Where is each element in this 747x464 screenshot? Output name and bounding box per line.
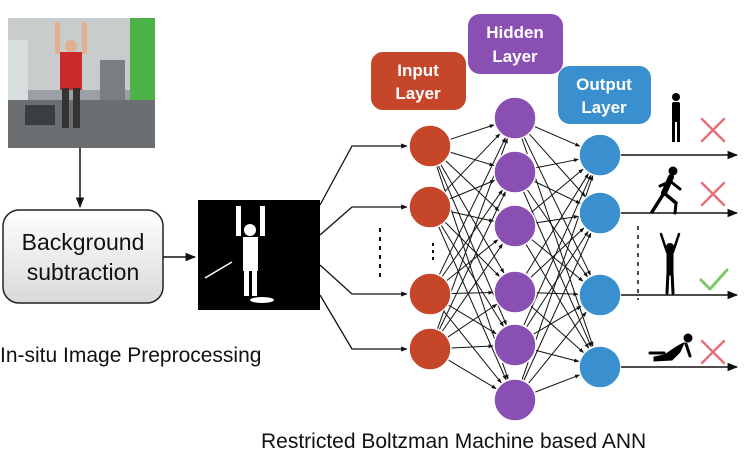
connection-line bbox=[532, 305, 582, 335]
network-caption: Restricted Boltzman Machine based ANN bbox=[261, 430, 646, 453]
connection-line bbox=[444, 160, 500, 212]
connection-line bbox=[450, 211, 495, 223]
silhouette-image bbox=[198, 200, 320, 310]
cross-icon bbox=[700, 339, 726, 365]
connection-line bbox=[438, 191, 506, 331]
output-layer-label: Output Layer bbox=[558, 66, 651, 124]
connection-line bbox=[523, 232, 592, 382]
subtraction-label-line2: subtraction bbox=[27, 259, 140, 285]
cross-icon bbox=[700, 181, 726, 207]
input-layer-line1: Input bbox=[397, 61, 439, 80]
connection-line bbox=[530, 227, 585, 279]
connection-line bbox=[523, 136, 591, 276]
connection-line bbox=[535, 292, 579, 297]
standing-icon bbox=[672, 93, 680, 142]
connection-line bbox=[447, 359, 497, 390]
connection-line bbox=[530, 238, 584, 282]
classification-results bbox=[699, 117, 729, 365]
connection-line bbox=[449, 124, 495, 140]
lying-icon bbox=[648, 333, 693, 362]
output-node bbox=[578, 191, 622, 235]
output-node bbox=[578, 345, 622, 389]
connection-line bbox=[528, 133, 586, 197]
output-arrows bbox=[621, 150, 739, 372]
input-layer-line2: Layer bbox=[395, 84, 441, 103]
connection-line bbox=[527, 311, 587, 384]
input-node bbox=[408, 124, 452, 168]
running-icon bbox=[650, 166, 682, 215]
connection-line bbox=[441, 243, 503, 333]
hidden-node bbox=[493, 323, 537, 367]
connection-line bbox=[535, 158, 579, 169]
output-layer-line2: Layer bbox=[581, 98, 627, 117]
output-node bbox=[578, 133, 622, 177]
connection-line bbox=[450, 344, 494, 349]
hidden-node bbox=[493, 150, 537, 194]
connection-line bbox=[449, 151, 495, 167]
arms-raised-icon bbox=[659, 232, 681, 295]
connection-line bbox=[444, 221, 500, 277]
output-node bbox=[578, 273, 622, 317]
output-layer-line1: Output bbox=[576, 75, 632, 94]
hidden-node bbox=[493, 378, 537, 422]
connection-line bbox=[534, 125, 581, 147]
connection-line bbox=[438, 137, 506, 276]
connection-line bbox=[534, 374, 580, 393]
connection-line bbox=[525, 243, 590, 349]
connection-line bbox=[525, 173, 589, 275]
connection-line bbox=[450, 290, 494, 295]
input-layer-label: Input Layer bbox=[371, 52, 466, 110]
connection-line bbox=[535, 215, 579, 224]
connection-line bbox=[535, 349, 580, 363]
connection-line bbox=[530, 305, 584, 353]
cross-icon bbox=[700, 117, 726, 143]
network-nodes bbox=[408, 96, 622, 422]
connection-line bbox=[447, 303, 498, 338]
preprocessing-caption: In-situ Image Preprocessing bbox=[0, 344, 261, 367]
background-subtraction-box bbox=[2, 209, 164, 304]
hidden-layer-line2: Layer bbox=[492, 47, 538, 66]
input-node bbox=[408, 327, 452, 371]
connection-line bbox=[449, 179, 496, 200]
hidden-layer-line1: Hidden bbox=[486, 23, 544, 42]
hidden-layer-label: Hidden Layer bbox=[468, 14, 563, 74]
connection-line bbox=[444, 133, 501, 193]
hidden-node bbox=[493, 204, 537, 248]
hidden-node bbox=[493, 96, 537, 140]
camera-photo bbox=[8, 18, 155, 148]
connection-line bbox=[440, 163, 505, 274]
connection-line bbox=[530, 168, 584, 213]
connection-line bbox=[440, 224, 504, 327]
hidden-node bbox=[493, 270, 537, 314]
connection-line bbox=[447, 304, 497, 335]
input-node bbox=[408, 272, 452, 316]
connection-line bbox=[438, 226, 507, 381]
subtraction-label-line1: Background bbox=[22, 229, 145, 255]
input-node bbox=[408, 185, 452, 229]
fanout-arrows bbox=[319, 143, 408, 352]
check-icon bbox=[699, 268, 729, 291]
